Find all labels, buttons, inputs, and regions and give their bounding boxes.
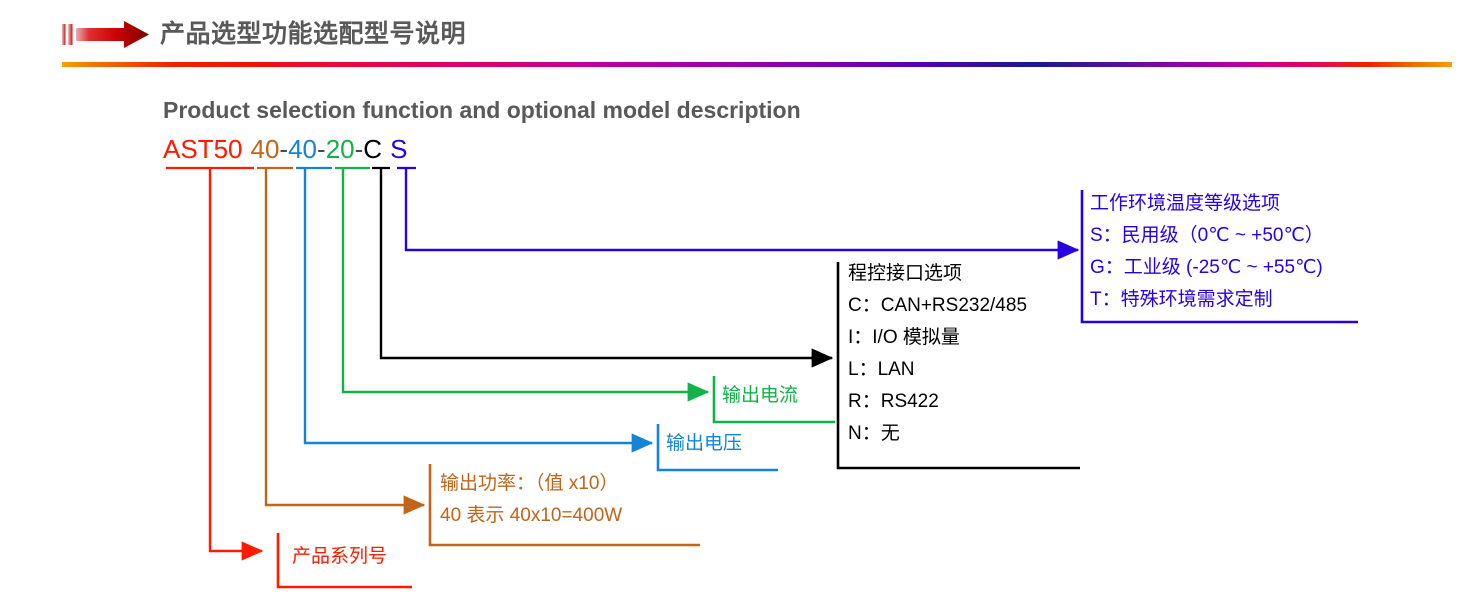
- callout-voltage-title: 输出电压: [666, 433, 743, 454]
- callout-power-line-1: 40 表示 40x10=400W: [440, 505, 623, 526]
- callout-power: 输出功率：（值 x10） 40 表示 40x10=400W: [440, 468, 622, 532]
- subtitle: Product selection function and optional …: [163, 97, 801, 123]
- callout-interface-line-1: C：CAN+RS232/485: [848, 295, 1028, 316]
- callout-voltage: 输出电压: [666, 428, 742, 460]
- callout-temperature-line-1: S：民用级（0℃ ~ +50℃）: [1090, 225, 1324, 246]
- model-dash-3: -: [354, 134, 364, 164]
- model-dash-1: -: [279, 134, 289, 164]
- header-divider: [62, 62, 1452, 67]
- leader-voltage: [303, 168, 654, 453]
- callout-power-title: 输出功率：（值 x10）: [440, 473, 619, 494]
- leader-power: [264, 168, 426, 515]
- callout-temperature: 工作环境温度等级选项 S：民用级（0℃ ~ +50℃） G：工业级 (-25℃ …: [1090, 188, 1324, 316]
- model-segment-voltage: 40: [288, 134, 318, 164]
- model-dash-2: -: [317, 134, 326, 164]
- model-segment-series: AST50: [163, 134, 243, 164]
- red-arrow-icon: [62, 21, 149, 48]
- callout-current-title: 输出电流: [722, 385, 799, 406]
- model-segment-current: 20: [325, 134, 355, 164]
- model-segment-interface: C: [363, 134, 383, 164]
- callout-interface-title: 程控接口选项: [848, 263, 963, 284]
- model-segment-temp: S: [390, 134, 408, 164]
- callout-current: 输出电流: [722, 380, 798, 412]
- callout-temperature-title: 工作环境温度等级选项: [1090, 193, 1281, 214]
- leader-series: [208, 168, 264, 561]
- leader-interface: [379, 168, 834, 368]
- callout-temperature-line-2: G：工业级 (-25℃ ~ +55℃): [1090, 257, 1323, 278]
- model-segment-power: 40: [250, 134, 280, 164]
- leader-temperature: [404, 168, 1080, 260]
- callout-temperature-line-3: T：特殊环境需求定制: [1090, 289, 1273, 310]
- callout-interface-line-5: N：无: [848, 423, 900, 444]
- callout-interface-line-3: L：LAN: [848, 359, 915, 380]
- callout-interface: 程控接口选项 C：CAN+RS232/485 I：I/O 模拟量 L：LAN R…: [848, 258, 1027, 450]
- callout-series: 产品系列号: [292, 541, 387, 573]
- page-title: 产品选型功能选配型号说明: [160, 20, 467, 48]
- callout-series-title: 产品系列号: [292, 546, 388, 567]
- leader-current: [341, 168, 710, 402]
- callout-interface-line-2: I：I/O 模拟量: [848, 327, 960, 348]
- callout-interface-line-4: R：RS422: [848, 391, 939, 412]
